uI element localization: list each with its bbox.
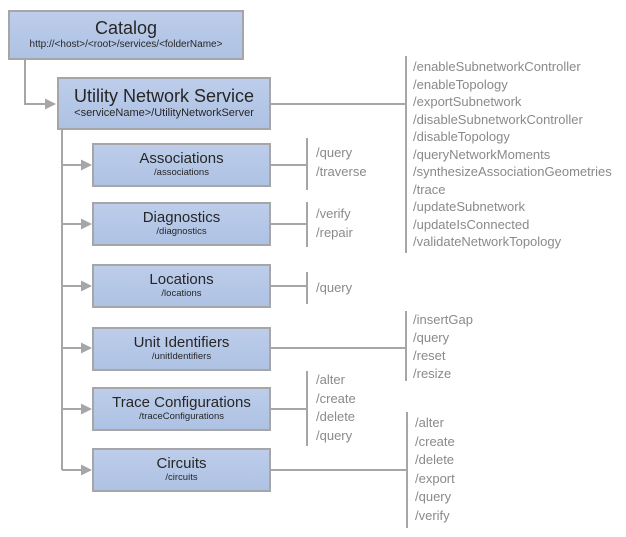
operation-label: /reset [413,348,446,363]
operation-label: /validateNetworkTopology [413,234,562,249]
operation-label: /alter [415,415,444,430]
node-catalog: Catalog http://<host>/<root>/services/<f… [8,10,244,60]
arrowhead-unit-identifiers [81,342,92,354]
node-locations: Locations /locations [92,264,271,308]
operation-label: /query [415,489,452,504]
operation-label: /traverse [316,164,367,179]
operation-label: /disableSubnetworkController [413,111,583,127]
operation-label: /repair [316,225,353,240]
operation-label: /delete [415,452,455,467]
arrowhead-service [45,98,56,110]
arrowhead-trace-configurations [81,403,92,415]
catalog-subtitle: http://<host>/<root>/services/<folderNam… [29,39,223,51]
operation-label: /exportSubnetwork [413,94,522,109]
locations-title: Locations [149,270,214,288]
node-utility-network-service: Utility Network Service <serviceName>/Ut… [57,77,271,130]
operation-label: /resize [413,366,452,381]
service-title: Utility Network Service [73,85,255,106]
operation-label: /verify [415,507,450,523]
node-circuits: Circuits /circuits [92,448,271,492]
operation-label: /queryNetworkMoments [413,146,551,162]
operation-label: /query [413,330,450,345]
operation-label: /query [316,280,353,295]
unit-identifiers-subtitle: /unitIdentifiers [151,351,212,363]
operation-label: /create [316,390,356,406]
operation-label: /updateSubnetwork [413,199,526,214]
associations-subtitle: /associations [154,167,209,179]
node-associations: Associations /associations [92,143,271,187]
node-diagnostics: Diagnostics /diagnostics [92,202,271,246]
operations-list-circuits: /alter/create/delete/export/query/verify [415,414,455,525]
operation-label: /export [415,470,455,486]
operations-list-locations: /query [316,278,352,297]
operations-list-associations: /query/traverse [316,143,367,181]
arrowhead-circuits [81,464,92,476]
operation-label: /delete [316,409,356,424]
node-unit-identifiers: Unit Identifiers /unitIdentifiers [92,327,271,371]
service-subtitle: <serviceName>/UtilityNetworkServer [74,107,254,120]
operation-label: /synthesizeAssociationGeometries [413,164,612,179]
operation-label: /enableTopology [413,76,508,92]
operation-label: /insertGap [413,312,473,327]
trace-configurations-title: Trace Configurations [112,393,251,411]
associations-title: Associations [139,149,224,167]
operation-label: /disableTopology [413,129,510,144]
operation-label: /alter [316,372,345,387]
operations-list-trace-configurations: /alter/create/delete/query [316,371,356,445]
diagnostics-subtitle: /diagnostics [156,226,207,238]
diagnostics-title: Diagnostics [142,208,221,226]
circuits-title: Circuits [156,454,207,472]
locations-subtitle: /locations [161,288,202,300]
operation-label: /verify [316,206,351,221]
circuits-subtitle: /circuits [165,472,198,484]
arrowhead-locations [81,280,92,292]
arrowhead-associations [81,159,92,171]
trace-configurations-subtitle: /traceConfigurations [138,411,225,423]
arrowhead-diagnostics [81,218,92,230]
operation-label: /updateIsConnected [413,216,530,232]
unit-identifiers-title: Unit Identifiers [133,333,230,351]
operation-label: /query [316,145,353,160]
operations-list-service: /enableSubnetworkController/enableTopolo… [413,58,612,251]
operations-list-unit-identifiers: /insertGap/query/reset/resize [413,311,473,383]
operation-label: /trace [413,181,446,197]
operations-list-diagnostics: /verify/repair [316,204,353,242]
node-trace-configurations: Trace Configurations /traceConfiguration… [92,387,271,431]
operation-label: /create [415,433,455,449]
connector-catalog-to-service [24,60,45,105]
operation-label: /query [316,427,353,443]
catalog-title: Catalog [94,18,158,39]
operation-label: /enableSubnetworkController [413,59,581,74]
